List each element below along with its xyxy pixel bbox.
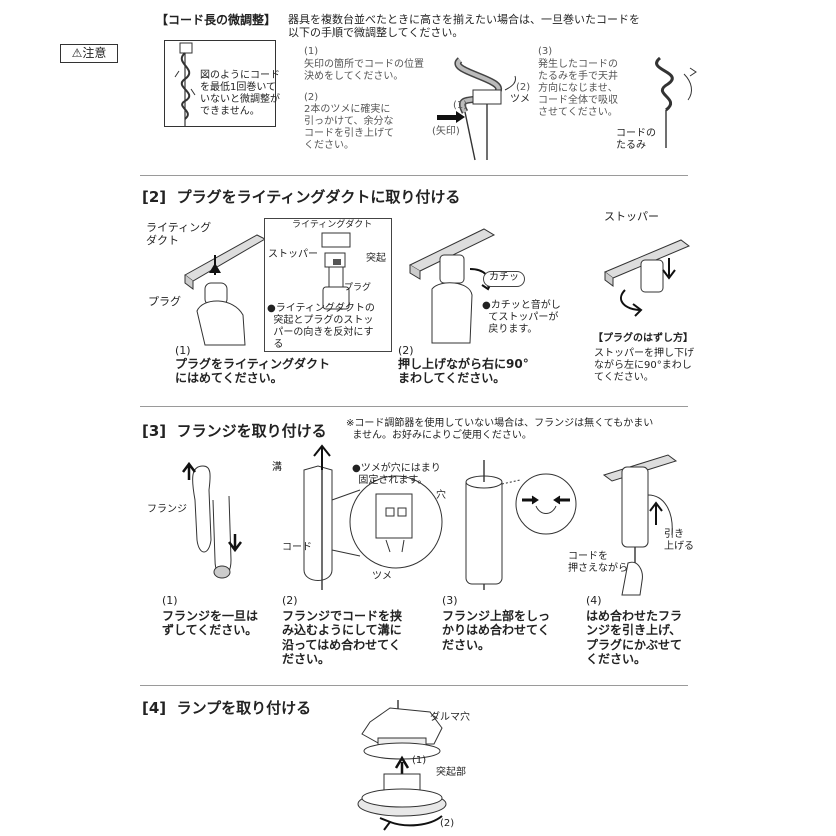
section-divider-1 (140, 175, 688, 176)
lamp-label-keyhole: ダルマ穴 (430, 712, 470, 723)
flange-heading: [3] フランジを取り付ける (142, 422, 327, 440)
plug-heading: [2] プラグをライティングダクトに取り付ける (142, 188, 461, 206)
cord-label-tsume: ツメ (510, 94, 530, 105)
cord-step2-num: (2) (304, 92, 319, 103)
cord-adjust-illustration (425, 42, 535, 162)
cord-step1-num: (1) (304, 46, 319, 57)
box-label-protrusion: 突起 (366, 253, 386, 264)
lamp-mount-illustration (350, 700, 460, 836)
plug-remove-heading: 【プラグのはずし方】 (593, 333, 693, 344)
cord-heading: 【コード長の微調整】 (156, 13, 277, 27)
plug-rotate-illustration (410, 225, 520, 345)
flange-step1-num: (1) (162, 594, 178, 607)
flange-note: ※コード調節器を使用していない場合は、フランジは無くてもかまい ません。お好みに… (346, 418, 654, 441)
section-divider-3 (140, 685, 688, 686)
cord-intro: 器具を複数台並べたときに高さを揃えたい場合は、一旦巻いたコードを 以下の手順で微… (288, 13, 640, 40)
warning-icon: ⚠ (71, 46, 83, 60)
plug-click-note: ●カチッと音がし てストッパーが 戻ります。 (482, 300, 561, 335)
flange-step3-text: フランジ上部をしっ かりはめ合わせてく ださい。 (442, 609, 551, 652)
flange-separate-illustration (185, 460, 245, 590)
cord-slack-illustration (640, 48, 700, 148)
flange-label-tsume: ツメ (372, 571, 392, 582)
flange-insert-illustration (300, 460, 460, 590)
cord-label-1: (1) (453, 100, 468, 111)
cord-step3-text: 発生したコードの たるみを手で天井 方向になじませ、 コード全体で吸収 させてく… (538, 59, 618, 118)
plug-remove-illustration (605, 230, 690, 330)
lamp-label-1: (1) (412, 755, 427, 766)
plug-step1-text: プラグをライティングダクト にはめてください。 (175, 357, 331, 386)
box-label-stopper: ストッパー (268, 249, 318, 260)
plug-step1-num: (1) (175, 344, 191, 357)
caution-label: ⚠注意 (60, 44, 118, 63)
plug-label-stopper: ストッパー (604, 210, 659, 223)
flange-cover-illustration (598, 455, 698, 595)
arrow-right-icon (437, 115, 457, 120)
cord-step3-num: (3) (538, 46, 553, 57)
flange-step2-num: (2) (282, 594, 298, 607)
flange-step2-text: フランジでコードを挟 み込むようにして溝に 沿ってはめ合わせてく ださい。 (282, 609, 403, 667)
caution-box (164, 40, 276, 127)
section-divider-2 (140, 406, 688, 407)
lamp-heading: [4] ランプを取り付ける (142, 699, 312, 717)
plug-step2-text: 押し上げながら右に90° まわしてください。 (398, 357, 529, 386)
plug-step2-num: (2) (398, 344, 414, 357)
cord-label-2: (2) (516, 82, 531, 93)
flange-step4-num: (4) (586, 594, 602, 607)
click-bubble (483, 271, 525, 287)
flange-step3-num: (3) (442, 594, 458, 607)
plug-note-text: ●ライティングダクトの 突起とプラグのストッ パーの向きを反対にす る (267, 303, 375, 350)
flange-label-fixed: ●ツメが穴にはまり 固定されます。 (352, 463, 441, 486)
flange-label-cord: コード (282, 542, 312, 553)
plug-note-box (264, 218, 392, 352)
plug-label-click: カチッ (489, 272, 519, 283)
flange-label-hold: コードを 押さえながら (568, 551, 628, 574)
plug-label-duct: ライティング ダクト (146, 221, 212, 248)
caution-title: 注意 (82, 46, 107, 60)
flange-label-hole: 穴 (436, 490, 446, 501)
lamp-label-2: (2) (440, 818, 455, 829)
cord-step1-text: 矢印の箇所でコードの位置 決めをしてください。 (304, 59, 424, 82)
cord-label-arrow: (矢印) (432, 126, 460, 137)
box-label-plug: プラグ (344, 283, 372, 293)
plug-remove-text: ストッパーを押し下げ ながら左に90°まわし てください。 (594, 348, 694, 383)
duct-plug-illustration (185, 225, 265, 345)
flange-label-pullup: 引き 上げる (664, 529, 694, 552)
duct-protrusion-diagram (265, 219, 391, 351)
flange-step1-text: フランジを一旦は ずしてください。 (162, 609, 259, 638)
flange-step4-text: はめ合わせたフラ ンジを引き上げ、 プラグにかぶせて ください。 (586, 609, 683, 667)
cord-step2-text: 2本のツメに確実に 引っかけて、余分な コードを引き上げて ください。 (304, 104, 394, 151)
box-label-duct: ライティングダクト (292, 220, 373, 230)
lamp-label-protrusion: 突起部 (436, 767, 466, 778)
cord-label-slack: コードの たるみ (616, 128, 656, 151)
flange-label-flange: フランジ (147, 504, 187, 515)
arrow-head-icon (456, 111, 465, 123)
plug-label-plug: プラグ (148, 295, 181, 308)
caution-text: 図のようにコード を最低1回巻いて いないと微調整が できません。 (200, 70, 280, 117)
flange-fit-illustration (462, 460, 582, 590)
cord-coil-illustration (165, 41, 275, 126)
flange-label-groove: 溝 (272, 462, 282, 473)
